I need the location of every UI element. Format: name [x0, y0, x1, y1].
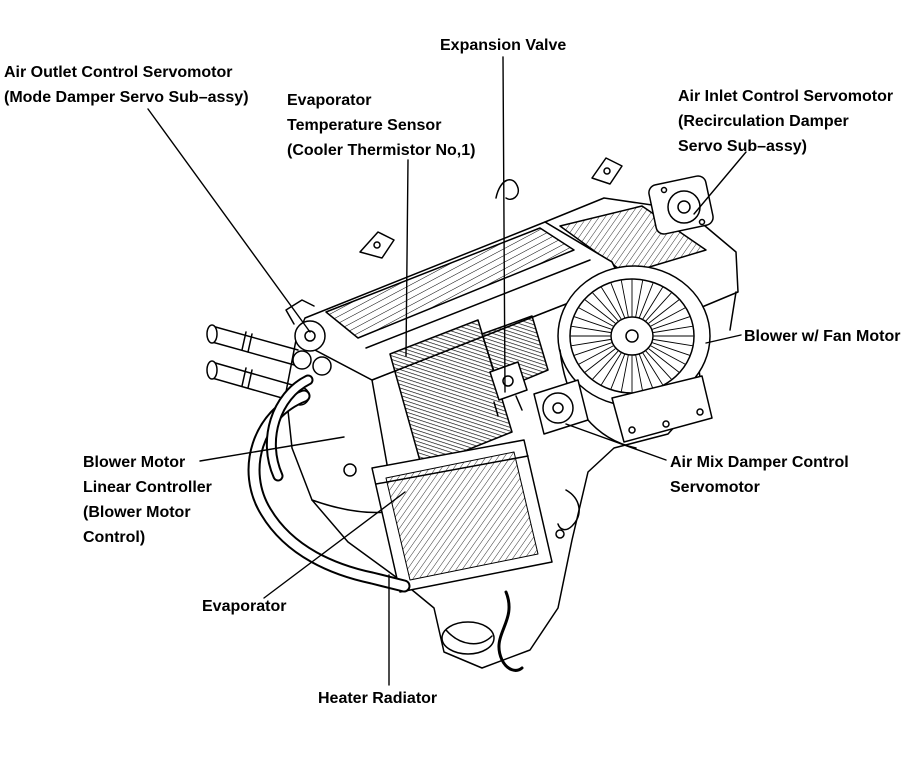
label-heater-radiator: Heater Radiator [318, 690, 438, 707]
leader-blower [705, 334, 742, 344]
leader-air-mix [565, 423, 667, 461]
air-mix-servo-part [533, 379, 589, 435]
label-blower-motor-controller: Blower Motor Linear Controller (Blower M… [83, 454, 212, 546]
leader-bmc [199, 436, 345, 462]
top-deck [295, 221, 623, 381]
leader-air-inlet [693, 151, 747, 215]
coolant-pipe-loop [247, 374, 411, 593]
blower-fan [557, 265, 713, 449]
label-expansion-valve: Expansion Valve [440, 37, 567, 54]
leader-evaporator [263, 491, 406, 599]
leader-lines [147, 56, 747, 686]
leader-expansion-valve [502, 56, 506, 393]
label-evaporator-temp-sensor: Evaporator Temperature Sensor (Cooler Th… [287, 92, 476, 159]
drain-hose [497, 590, 524, 672]
outlet-servo-part [285, 299, 332, 376]
label-blower-fan-motor: Blower w/ Fan Motor [744, 328, 901, 345]
label-air-inlet-servo: Air Inlet Control Servomotor (Recirculat… [678, 88, 894, 155]
label-air-outlet-servo: Air Outlet Control Servomotor (Mode Damp… [4, 64, 249, 106]
heater-radiator-core [371, 439, 553, 593]
leader-air-outlet [147, 108, 311, 333]
label-air-mix-servo: Air Mix Damper Control Servomotor [670, 454, 849, 496]
label-evaporator: Evaporator [202, 598, 287, 615]
expansion-valve-part [489, 361, 528, 417]
brackets [359, 157, 623, 539]
inlet-servo-part [648, 175, 714, 235]
fan-fins [570, 279, 694, 393]
leader-evap-sensor [405, 159, 409, 357]
